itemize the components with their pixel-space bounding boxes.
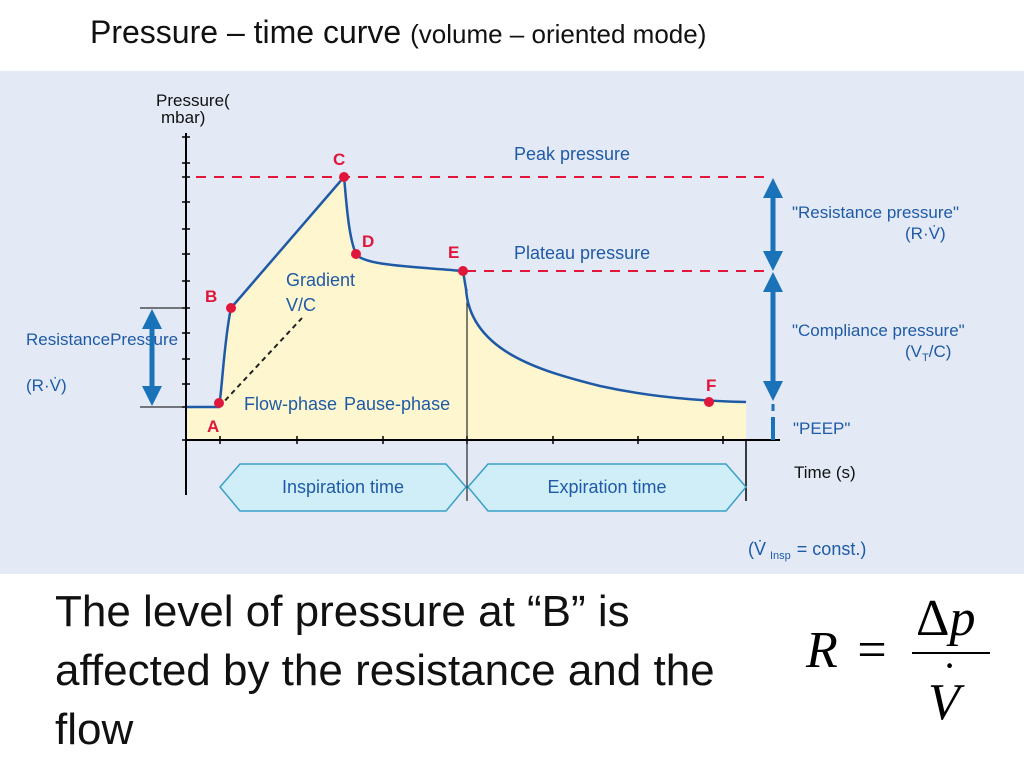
inspiration-time-box [219, 463, 467, 512]
y-axis-label-line2: mbar) [161, 108, 205, 127]
pressure-time-diagram: A B C D E F Pressure( mbar) Time (s) Pea… [0, 71, 1024, 574]
caption-text: The level of pressure at “B” is affected… [55, 587, 715, 754]
resistance-pressure-right-formula: (R·V̇) [905, 224, 946, 243]
point-b-label: B [205, 287, 217, 306]
point-e-label: E [448, 243, 459, 262]
x-axis-ticks [219, 436, 724, 444]
right-resistance-arrow [763, 178, 783, 271]
expiration-time-label: Expiration time [547, 477, 666, 497]
y-axis-label-line1: Pressure( [156, 91, 230, 110]
resistance-pressure-right-label: "Resistance pressure" [792, 203, 959, 222]
compliance-pressure-label: "Compliance pressure" [792, 321, 965, 340]
point-c-label: C [333, 150, 345, 169]
resistance-formula: R = Δp · V [805, 590, 990, 731]
resistance-pressure-left-label: ResistancePressure [26, 330, 178, 349]
point-e-marker [458, 266, 468, 276]
formula-denominator-dot: · [944, 643, 954, 688]
compliance-pressure-formula: (VT/C) [905, 342, 951, 364]
peep-label: "PEEP" [793, 419, 850, 438]
title-main: Pressure – time curve [90, 14, 402, 50]
right-compliance-arrow [763, 272, 783, 401]
diagram-svg: A B C D E F Pressure( mbar) Time (s) Pea… [26, 91, 965, 562]
x-axis-label: Time (s) [794, 463, 856, 482]
point-d-label: D [362, 232, 374, 251]
point-b-marker [226, 303, 236, 313]
inspiration-time-label: Inspiration time [282, 477, 404, 497]
formula-denominator: V [928, 674, 965, 731]
pause-phase-label: Pause-phase [344, 394, 450, 414]
left-resistance-bracket [140, 307, 186, 408]
expiration-time-box [467, 463, 747, 512]
title-sub: (volume – oriented mode) [410, 19, 707, 49]
plateau-pressure-label: Plateau pressure [514, 243, 650, 263]
point-a-marker [214, 398, 224, 408]
gradient-label-line1: Gradient [286, 270, 355, 290]
formula-equals: = [854, 622, 889, 679]
point-c-marker [339, 172, 349, 182]
point-a-label: A [207, 417, 219, 436]
slide-title: Pressure – time curve (volume – oriented… [90, 14, 706, 51]
gradient-label-line2: V/C [286, 295, 316, 315]
flow-phase-label: Flow-phase [244, 394, 337, 414]
formula-lhs: R [805, 622, 838, 679]
point-f-label: F [706, 376, 716, 395]
point-f-marker [704, 397, 714, 407]
formula-numerator: Δp [916, 590, 975, 647]
resistance-pressure-left-formula: (R·V̇) [26, 376, 67, 395]
point-d-marker [351, 249, 361, 259]
flow-note: (V̇Insp= const.) [748, 539, 866, 562]
peak-pressure-label: Peak pressure [514, 144, 630, 164]
gradient-line [218, 317, 303, 408]
pressure-curve [187, 173, 747, 409]
